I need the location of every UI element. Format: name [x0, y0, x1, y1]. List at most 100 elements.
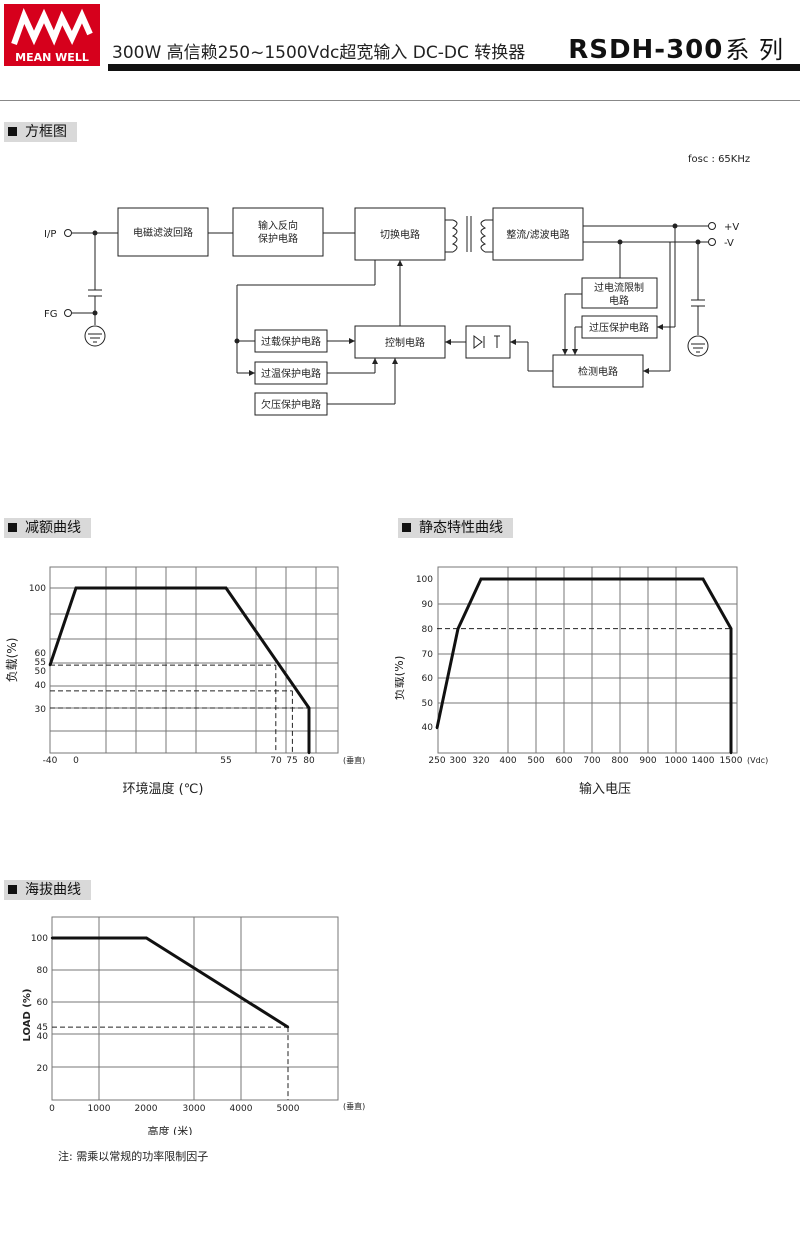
altitude-unit-note: (垂直): [343, 1101, 365, 1111]
altitude-x-tick: 4000: [230, 1104, 253, 1114]
emi-label: 电磁滤波回路: [133, 226, 193, 239]
ocp-label-1: 过电流限制: [594, 281, 644, 294]
fosc-label: fosc : 65KHz: [688, 154, 750, 165]
static-x-tick: 800: [611, 756, 628, 766]
derating-point: [307, 706, 311, 710]
static-point: [729, 627, 733, 630]
derating-x-label: 环境温度 (℃): [123, 781, 204, 797]
model-name: RSDH-300系 列: [568, 30, 784, 65]
altitude-footnote: 注: 需乘以常规的功率限制因子: [58, 1150, 209, 1163]
static-y-tick: 60: [422, 674, 434, 684]
static-y-tick: 100: [416, 575, 433, 585]
derating-reference-lines: [50, 664, 310, 753]
derating-x-tick: 70: [270, 756, 282, 766]
derating-series: [48, 586, 311, 755]
ip-label: I/P: [44, 229, 56, 240]
altitude-x-tick: 2000: [135, 1104, 158, 1114]
derating-y-tick: 40: [35, 681, 47, 691]
altitude-y-tick: 40: [37, 1032, 49, 1042]
static-x-tick: 400: [499, 756, 516, 766]
static-x-tick: 700: [583, 756, 600, 766]
static-section-label: 静态特性曲线: [398, 518, 513, 538]
block-diagram-section-label: 方框图: [4, 122, 77, 142]
static-y-tick: 70: [422, 650, 434, 660]
altitude-reference-lines: [52, 1026, 289, 1100]
uvp-label: 欠压保护电路: [261, 398, 321, 411]
static-x-tick: 1500: [720, 756, 743, 766]
static-point: [729, 751, 733, 755]
static-y-tick: 40: [422, 723, 434, 733]
static-y-tick: 90: [422, 600, 434, 610]
ocp-label-2: 电路: [609, 294, 629, 307]
derating-y-tick: 30: [35, 705, 47, 715]
series-label: 系 列: [725, 36, 784, 64]
altitude-series: [50, 936, 290, 1029]
derating-x-tick: 75: [286, 756, 297, 766]
section-divider: [0, 100, 800, 101]
mean-well-logo: MEAN WELL: [4, 4, 100, 66]
altitude-chart: 0 1000 2000 3000 4000 5000 (垂直) 100 80 6…: [22, 916, 365, 1135]
static-reference-lines: [437, 628, 732, 753]
reverse-label-1: 输入反向: [258, 219, 298, 232]
derating-point: [74, 586, 78, 590]
static-point: [456, 627, 460, 630]
static-x-tick: 1000: [665, 756, 688, 766]
switching-label: 切换电路: [380, 228, 420, 241]
altitude-point: [145, 936, 148, 940]
bullet-square-icon: [8, 885, 17, 894]
altitude-y-tick: 60: [37, 998, 49, 1008]
derating-x-tick: -40: [43, 756, 58, 766]
pos-v-label: +V: [724, 222, 739, 233]
static-series: [435, 577, 733, 755]
static-y-tick: 50: [422, 699, 434, 709]
static-curve: [435, 577, 733, 753]
altitude-x-tick: 5000: [277, 1104, 300, 1114]
derating-point: [307, 751, 311, 755]
optocoupler-box: [465, 325, 511, 359]
detection-label: 检测电路: [578, 365, 618, 378]
reverse-protection-box: [232, 207, 324, 257]
block-diagram: fosc : 65KHz I/P FG 电磁滤波回路 输入反向 保护电路 切换电…: [44, 154, 750, 416]
rectifier-box: [492, 207, 584, 261]
static-point: [479, 577, 483, 581]
altitude-y-tick: 80: [37, 966, 49, 976]
derating-point: [48, 663, 52, 667]
altitude-y-tick: 20: [37, 1064, 49, 1074]
static-x-tick: 600: [555, 756, 572, 766]
altitude-x-tick: 1000: [88, 1104, 111, 1114]
altitude-y-tick: 45: [37, 1023, 48, 1033]
bullet-square-icon: [8, 127, 17, 136]
derating-unit-note: (垂直): [343, 755, 365, 765]
altitude-x-tick: 0: [49, 1104, 55, 1114]
header-rule: [108, 64, 800, 71]
derating-y-tick: 100: [29, 584, 46, 594]
static-x-tick: 320: [472, 756, 489, 766]
static-x-tick: 500: [527, 756, 544, 766]
derating-chart: -40 0 55 70 75 80 100 60 55 50 40 30 (垂直…: [5, 566, 365, 797]
static-x-tick: 300: [449, 756, 466, 766]
page-title: 300W 高信赖250~1500Vdc超宽输入 DC-DC 转换器: [112, 43, 526, 63]
static-y-tick: 80: [422, 625, 434, 635]
neg-v-label: -V: [724, 238, 734, 249]
altitude-point: [50, 936, 54, 940]
altitude-curve: [52, 936, 289, 1029]
static-x-tick: 1400: [692, 756, 715, 766]
derating-y-tick: 60: [35, 649, 47, 659]
altitude-x-label: 高度 (米): [147, 1124, 192, 1135]
derating-point: [224, 586, 228, 590]
altitude-section-label: 海拔曲线: [4, 880, 91, 900]
static-x-label: 输入电压: [579, 781, 631, 797]
svg-text:MEAN WELL: MEAN WELL: [15, 51, 89, 64]
bullet-square-icon: [402, 523, 411, 532]
derating-y-tick: 50: [35, 667, 47, 677]
otp-label: 过温保护电路: [261, 367, 321, 380]
model-number: RSDH-300: [568, 35, 724, 65]
derating-x-tick: 0: [73, 756, 79, 766]
static-point: [701, 577, 705, 581]
derating-curve: [48, 586, 311, 753]
derating-y-label: 负载(%): [5, 638, 19, 683]
derating-y-tick: 55: [35, 658, 46, 668]
emi-filter-box: [117, 207, 209, 257]
altitude-x-tick: 3000: [183, 1104, 206, 1114]
fg-label: FG: [44, 309, 58, 320]
